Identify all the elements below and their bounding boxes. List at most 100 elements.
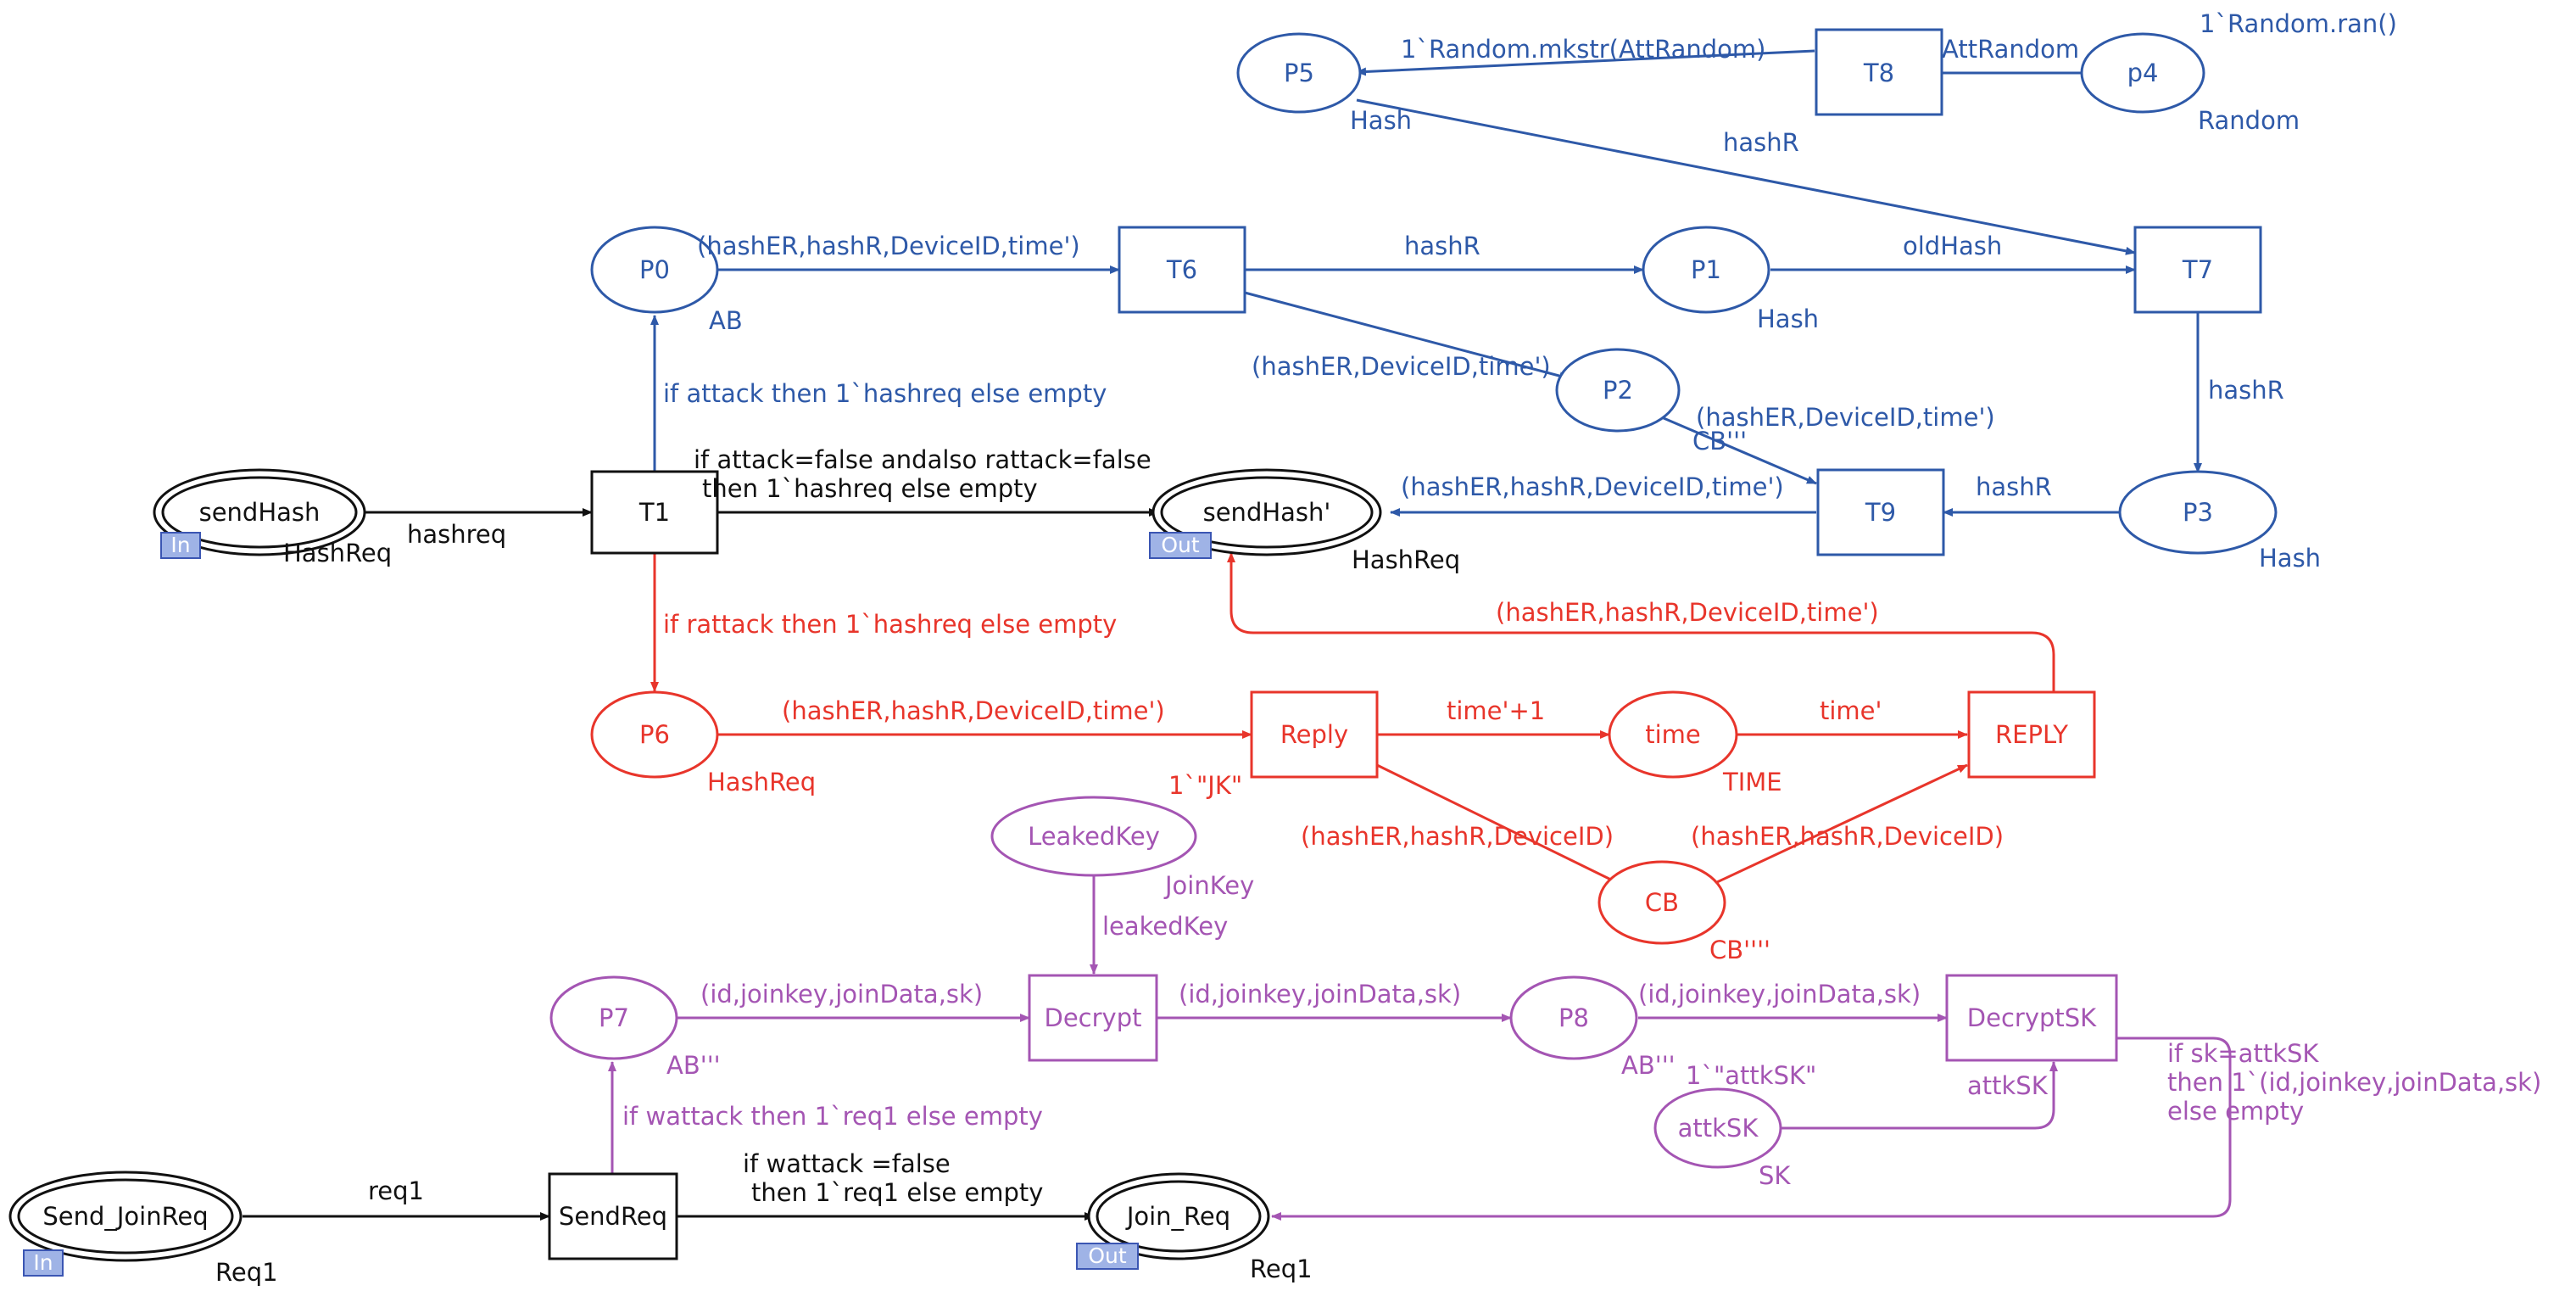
- transition-T9[interactable]: [1816, 468, 1945, 556]
- arc-label-time-REPLY: time': [1820, 696, 1882, 725]
- port-place-join-req[interactable]: [1087, 1172, 1270, 1260]
- arc-label-REPLY-sendHashOut: (hashER,hashR,DeviceID,time'): [1496, 598, 1879, 627]
- type-P8: AB''': [1621, 1051, 1676, 1080]
- arc-label-sendHash-T1: hashreq: [407, 520, 506, 549]
- label-T1: T1: [638, 498, 670, 527]
- arc-P2-T9: [1657, 414, 1817, 485]
- arc-REPLY-sendHashOut: [1227, 552, 2055, 692]
- label-SendReq: SendReq: [559, 1202, 667, 1231]
- arc-label-Decrypt-P8: (id,joinkey,joinData,sk): [1179, 980, 1461, 1009]
- type-P2: CB''': [1692, 427, 1747, 455]
- arc-CB-REPLY: [1716, 763, 1968, 884]
- svg-text:In: In: [170, 533, 190, 557]
- label-T8: T8: [1863, 59, 1894, 87]
- transition-T6[interactable]: [1118, 226, 1246, 314]
- port-tag-out-join-req: Out: [1076, 1243, 1139, 1270]
- arc-label-P5-T7: hashR: [1723, 128, 1799, 157]
- transition-T1[interactable]: [590, 470, 719, 555]
- port-place-send-joinreq[interactable]: [8, 1171, 243, 1262]
- arc-Reply-CB: [1376, 763, 1620, 886]
- arc-label-P6-Reply: (hashER,hashR,DeviceID,time'): [782, 696, 1165, 725]
- place-P1[interactable]: [1642, 226, 1770, 314]
- place-P5[interactable]: [1236, 32, 1362, 114]
- type-LeakedKey: JoinKey: [1163, 871, 1254, 900]
- arc-label-SendReq-P7: if wattack then 1`req1 else empty: [622, 1102, 1043, 1131]
- marking-Reply: 1`"JK": [1168, 771, 1242, 800]
- label-P0: P0: [639, 255, 670, 284]
- arc-T8-P5: [1356, 49, 1815, 76]
- port-tag-in-send-joinreq: In: [23, 1249, 64, 1277]
- place-P6[interactable]: [590, 690, 719, 779]
- transition-T8[interactable]: [1815, 28, 1943, 116]
- type-P7: AB''': [666, 1051, 721, 1080]
- type-attkSK: SK: [1759, 1161, 1791, 1190]
- transition-DecryptSK[interactable]: [1945, 974, 2118, 1062]
- label-REPLY: REPLY: [1995, 720, 2068, 749]
- label-P6: P6: [639, 720, 670, 749]
- place-P8[interactable]: [1509, 975, 1638, 1060]
- arc-label-P0-T6: (hashER,hashR,DeviceID,time'): [697, 232, 1080, 260]
- svg-text:In: In: [33, 1250, 53, 1275]
- arc-label-T6-P1: hashR: [1404, 232, 1480, 260]
- arc-label-P1-T7: oldHash: [1903, 232, 2002, 260]
- transition-T7[interactable]: [2133, 226, 2262, 314]
- marking-attkSK: 1`"attkSK": [1686, 1061, 1816, 1090]
- port-place-sendHash[interactable]: [153, 468, 366, 556]
- type-P0: AB: [709, 306, 743, 335]
- arc-label-T1-sendHashOut-2: then 1`hashreq else empty: [702, 474, 1038, 503]
- label-P8: P8: [1558, 1003, 1589, 1032]
- arc-label-Reply-time: time'+1: [1447, 696, 1545, 725]
- label-P3: P3: [2183, 498, 2213, 527]
- arc-label-DecryptSK-JoinReq-2: then 1`(id,joinkey,joinData,sk): [2167, 1068, 2541, 1097]
- type-sendHash: HashReq: [283, 539, 392, 567]
- label-P7: P7: [599, 1003, 629, 1032]
- arc-label-SendJoinReq-SendReq: req1: [368, 1176, 424, 1205]
- type-p4: Random: [2198, 106, 2300, 135]
- place-P0[interactable]: [590, 226, 719, 314]
- arc-label-T1-P0: if attack then 1`hashreq else empty: [663, 379, 1107, 408]
- place-P2[interactable]: [1555, 348, 1681, 433]
- place-CB[interactable]: [1597, 860, 1726, 945]
- label-sendHash: sendHash: [199, 498, 321, 527]
- label-time: time: [1645, 720, 1701, 749]
- arc-label-DecryptSK-JoinReq-3: else empty: [2167, 1097, 2304, 1126]
- arc-label-P8-DecryptSK: (id,joinkey,joinData,sk): [1638, 980, 1921, 1009]
- place-P3[interactable]: [2118, 470, 2278, 555]
- type-P1: Hash: [1757, 305, 1819, 333]
- place-time[interactable]: [1608, 690, 1738, 779]
- arc-attkSK-DecryptSK: [1781, 1061, 2058, 1130]
- transition-Decrypt[interactable]: [1028, 974, 1158, 1062]
- type-time: TIME: [1722, 768, 1782, 796]
- transition-SendReq[interactable]: [548, 1172, 678, 1260]
- place-attkSK[interactable]: [1653, 1087, 1782, 1169]
- arc-T6-P2: [1244, 291, 1570, 381]
- type-labels: Hash Random 1`Random.ran() AB Hash CB'''…: [215, 9, 2397, 1287]
- nodes: [8, 28, 2278, 1262]
- label-Reply: Reply: [1280, 720, 1348, 749]
- arc-label-T7-P3: hashR: [2208, 376, 2284, 405]
- place-P7[interactable]: [549, 975, 678, 1060]
- label-T6: T6: [1166, 255, 1197, 284]
- transition-REPLY[interactable]: [1967, 690, 2096, 779]
- type-CB: CB'''': [1709, 936, 1770, 964]
- label-P2: P2: [1603, 376, 1633, 405]
- arc-label-SendReq-JoinReq-2: then 1`req1 else empty: [751, 1178, 1043, 1207]
- label-P5: P5: [1284, 59, 1314, 87]
- label-LeakedKey: LeakedKey: [1028, 822, 1160, 851]
- arcs: [243, 49, 2232, 1221]
- port-tags: In Out In Out: [23, 532, 1212, 1277]
- label-P1: P1: [1691, 255, 1721, 284]
- port-tag-in-sendhash: In: [160, 532, 201, 559]
- place-p4[interactable]: [2080, 32, 2205, 114]
- node-labels: P5 T8 p4 P0 T6 P1 T7 P2 T9 P3 sendHash T…: [42, 59, 2213, 1231]
- label-sendHashOut: sendHash': [1203, 498, 1331, 527]
- label-T9: T9: [1865, 498, 1896, 527]
- place-LeakedKey[interactable]: [990, 796, 1197, 877]
- svg-text:Out: Out: [1088, 1243, 1127, 1268]
- transition-Reply[interactable]: [1250, 690, 1379, 779]
- arc-label-T6-P2: (hashER,DeviceID,time'): [1252, 352, 1551, 381]
- type-sendHashOut: HashReq: [1352, 545, 1460, 574]
- arc-label-P3-T9: hashR: [1976, 472, 2052, 501]
- port-tag-out-sendhash: Out: [1149, 532, 1212, 559]
- arc-label-attkSK-DecryptSK: attkSK: [1967, 1071, 2049, 1100]
